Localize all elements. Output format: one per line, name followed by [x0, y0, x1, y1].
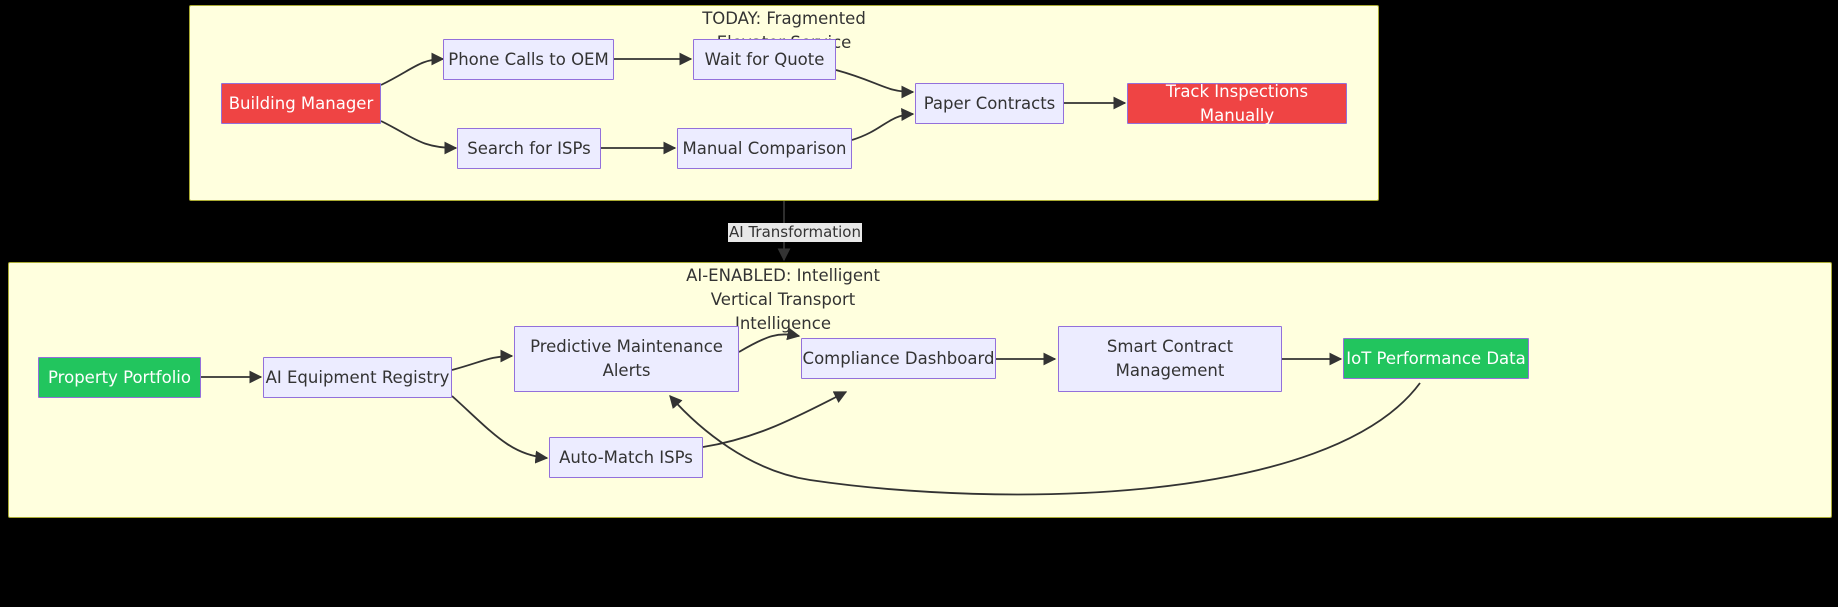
edge-label-ai-transformation: AI Transformation — [728, 223, 862, 242]
node-property-portfolio[interactable]: Property Portfolio — [38, 357, 201, 398]
node-compliance-dashboard[interactable]: Compliance Dashboard — [801, 338, 996, 379]
node-paper-contracts[interactable]: Paper Contracts — [915, 83, 1064, 124]
node-smart-contract-management[interactable]: Smart Contract Management — [1058, 326, 1282, 392]
node-search-for-isps[interactable]: Search for ISPs — [457, 128, 601, 169]
node-phone-calls-to-oem[interactable]: Phone Calls to OEM — [443, 39, 614, 80]
node-wait-for-quote[interactable]: Wait for Quote — [693, 39, 836, 80]
node-building-manager[interactable]: Building Manager — [221, 83, 381, 124]
node-track-inspections-manually[interactable]: Track Inspections Manually — [1127, 82, 1347, 125]
node-iot-performance-data[interactable]: IoT Performance Data — [1343, 338, 1529, 379]
node-ai-equipment-registry[interactable]: AI Equipment Registry — [263, 357, 452, 398]
node-auto-match-isps[interactable]: Auto-Match ISPs — [549, 437, 703, 478]
node-manual-comparison[interactable]: Manual Comparison — [677, 128, 852, 169]
node-predictive-maintenance-alerts[interactable]: Predictive Maintenance Alerts — [514, 326, 739, 392]
